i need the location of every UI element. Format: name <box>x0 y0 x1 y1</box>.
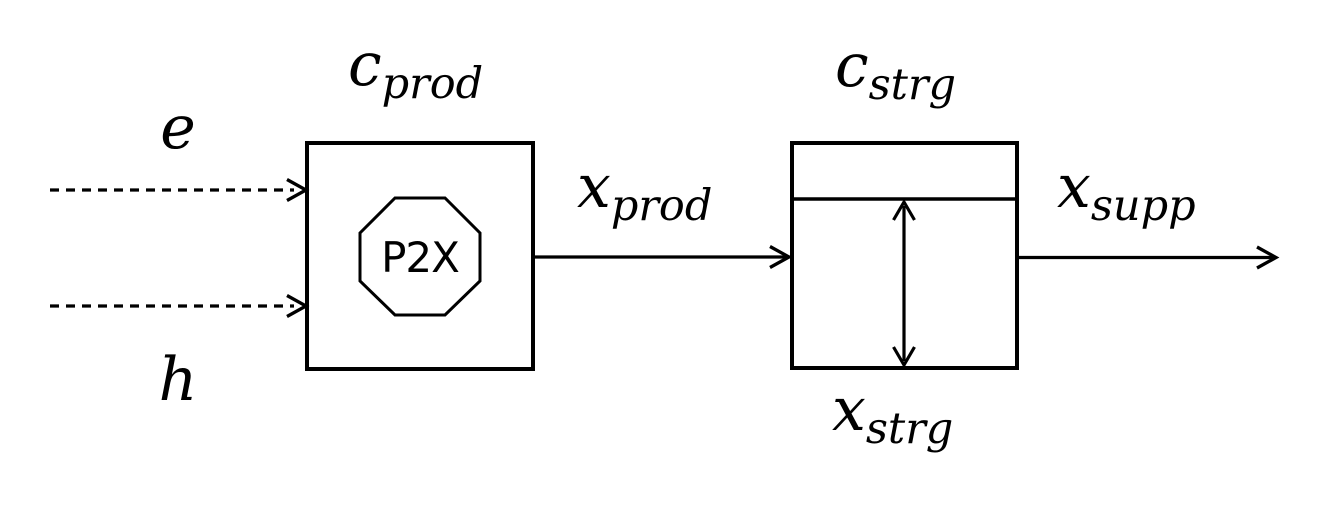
arrowhead-up-icon <box>892 198 916 221</box>
production-cost-label-main: c <box>348 30 382 100</box>
electricity-label: e <box>160 93 196 163</box>
production-cost-label: cprod <box>348 30 483 109</box>
p2x-unit-label: P2X <box>381 233 459 282</box>
arrowhead-icon <box>1256 245 1280 270</box>
electricity-input-arrow <box>50 178 310 202</box>
storage-level-label-main: x <box>832 375 866 445</box>
heat-input-arrow <box>50 294 310 318</box>
arrowhead-icon <box>286 294 310 318</box>
supply-flow-label-sub: supp <box>1091 181 1196 231</box>
supply-flow-label: xsupp <box>1057 152 1196 231</box>
heat-label: h <box>159 345 198 415</box>
production-cost-label-sub: prod <box>382 59 484 109</box>
storage-level-label-sub: strg <box>866 404 953 454</box>
production-flow-label: xprod <box>577 152 712 231</box>
production-flow-label-sub: prod <box>611 181 713 231</box>
storage-cost-label-sub: strg <box>869 60 956 110</box>
storage-cost-label-main: c <box>835 31 869 101</box>
supply-flow-arrow <box>1017 245 1280 270</box>
supply-flow-label-main: x <box>1057 152 1091 222</box>
storage-cost-label: cstrg <box>835 31 956 110</box>
storage-level-label: xstrg <box>832 375 953 454</box>
storage-block <box>790 141 1019 370</box>
storage-level-arrow <box>892 198 916 369</box>
production-flow-arrow <box>533 245 793 269</box>
p2x-octagon-icon <box>358 196 482 317</box>
arrowhead-icon <box>769 245 793 269</box>
production-flow-label-main: x <box>577 152 611 222</box>
arrowhead-icon <box>286 178 310 202</box>
arrowhead-down-icon <box>892 346 916 369</box>
